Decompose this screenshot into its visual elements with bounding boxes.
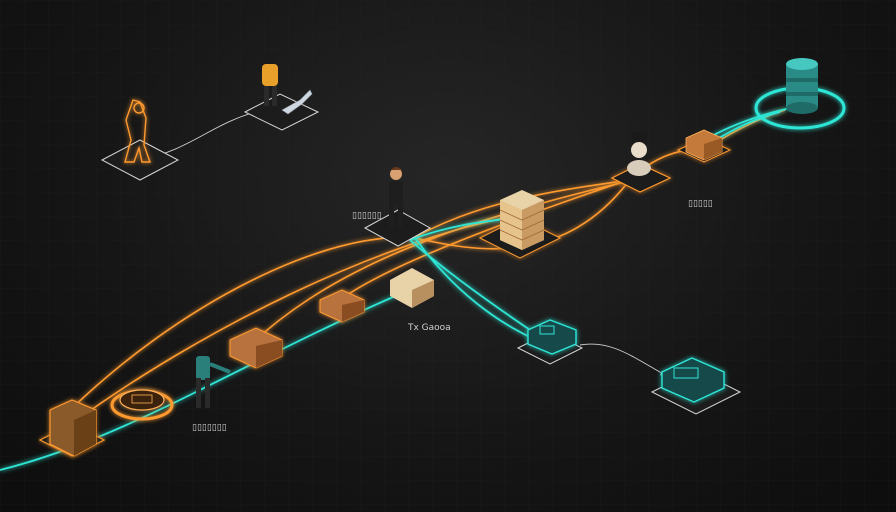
register-node-1: [516, 319, 584, 365]
database-cylinder-icon: [786, 58, 818, 114]
manager-tag: ▯▯▯▯▯▯: [352, 211, 382, 221]
register-node-2: [650, 357, 742, 415]
worker-node: [100, 99, 180, 181]
laptop-user-node: [243, 52, 320, 131]
package-node-2: [229, 327, 283, 369]
cardboard-box-icon: [49, 399, 97, 457]
person-with-laptop-icon: [262, 52, 313, 115]
database-node: [754, 58, 846, 130]
coin-node: [110, 389, 174, 421]
floor-tile: [100, 139, 180, 181]
chef-figure-icon: [627, 132, 651, 176]
stacked-boxes-icon: [319, 289, 365, 323]
coin-face: [119, 389, 165, 411]
operator-node: ▯▯▯▯▯▯▯: [192, 344, 231, 433]
center-label: Tx Gaooa: [407, 323, 451, 333]
chef-tag: ▯▯▯▯▯: [688, 199, 713, 209]
floor-tile: [363, 209, 432, 247]
register-to-register-arrow: [579, 343, 666, 376]
supply-boxes-node: [676, 129, 732, 163]
stacked-boxes-icon: [499, 190, 545, 250]
warehouse-node: [478, 190, 562, 259]
chef-node: ▯▯▯▯▯: [610, 132, 713, 209]
box-node: [38, 399, 106, 457]
cash-register-icon: [661, 357, 725, 403]
package-node-3: [390, 268, 434, 308]
cardboard-box-icon: [412, 280, 434, 308]
worker-figure-icon: [124, 99, 151, 163]
operator-figure-icon: [196, 344, 231, 408]
cash-register-icon: [527, 319, 577, 355]
package-node-1: [319, 289, 365, 323]
stacked-boxes-icon: [685, 129, 723, 161]
stacked-boxes-icon: [229, 327, 283, 369]
operator-tag: ▯▯▯▯▯▯▯: [192, 423, 227, 433]
manager-figure-icon: [389, 167, 403, 228]
manager-node: ▯▯▯▯▯▯: [352, 167, 432, 247]
